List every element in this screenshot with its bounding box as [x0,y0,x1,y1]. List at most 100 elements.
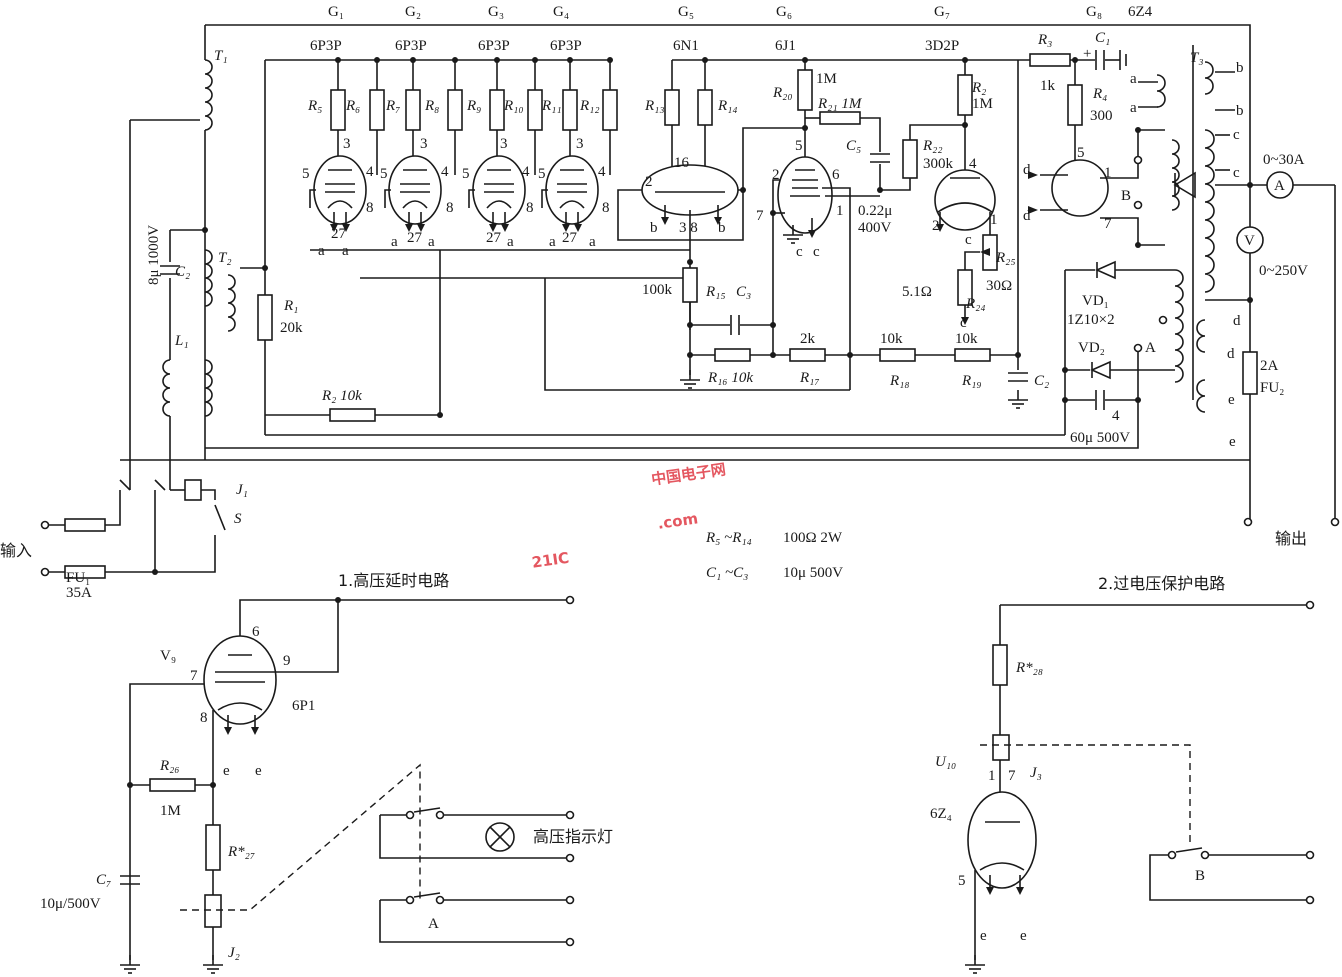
junction-dot [740,187,746,193]
label-s: S [234,511,242,527]
resistor [879,348,916,362]
inductor-coil [1196,319,1206,353]
resistor [562,89,578,131]
junction-dot [494,57,500,63]
label-r22-val: 300k [923,156,954,172]
label-r25: R₂₅ [995,250,1016,266]
wire [200,489,216,500]
label-r20: R₂₀ [772,85,793,101]
pin-5: 5 [538,166,546,182]
tube-type-1: 6P3P [310,38,342,54]
relay-linkage [980,744,1191,845]
pin-a: a [507,234,514,250]
junction-dot [770,352,776,358]
label-fu2-val: 2A [1260,358,1279,374]
arrow-icon [936,224,944,232]
wire [379,900,570,943]
terminal [565,937,575,947]
arrow-icon [1028,206,1038,214]
cathode [327,200,353,209]
resistor [149,778,196,792]
pin-1: 1 [1104,165,1112,181]
pin-d: d [1023,208,1031,224]
label-c2-left: C₂ [175,264,190,280]
label-input: 输入 [0,541,32,560]
node-b: B [1121,188,1131,204]
label-r4: R₄ [1092,86,1107,102]
ammeter-letter: A [1274,178,1285,194]
relay-coil-j3 [992,734,1010,761]
junction-dot [210,782,216,788]
relay-contact [154,479,166,491]
pin-e: e [980,928,987,944]
terminal [435,895,445,905]
wire [309,189,316,208]
label-hv-lamp: 高压指示灯 [533,827,613,846]
inductor-coil [1174,269,1184,383]
resistor [714,348,751,362]
label-r19: R₁₉ [961,373,982,389]
junction-dot [702,57,708,63]
junction-dot [335,597,341,603]
resistor [954,348,991,362]
terminal [1133,155,1143,165]
delay-circuit-title: 1.高压延时电路 [338,571,449,590]
tube-6p3p [388,155,442,225]
watermark-brand: 21IC [531,549,571,572]
terminal [1305,850,1315,860]
wire [742,127,805,190]
label-r18: R₁₈ [889,373,910,389]
pin-8: 8 [200,710,208,726]
pin-3: 3 [500,136,508,152]
pin-5: 5 [1077,145,1085,161]
note-c-value: 10μ 500V [783,565,843,581]
label-r9: R₉ [466,98,481,114]
wire [860,117,881,152]
label-r15-val: 100k [642,282,673,298]
label-v9: V₉ [160,648,176,664]
pin-4: 4 [366,164,374,180]
label-r4-val: 300 [1090,108,1113,124]
junction-dot [567,57,573,63]
label-g8-type: 6Z4 [1128,4,1153,20]
arrow-icon [405,224,413,232]
label-j3: J₃ [1030,765,1042,781]
arrow-icon [251,727,259,735]
pin-5: 5 [380,166,388,182]
label-r2: R₂ [971,80,986,96]
pin-a: a [1130,100,1137,116]
junction-dot [1062,367,1068,373]
pin-a: a [549,234,556,250]
terminal [1167,850,1177,860]
junction-dot [452,57,458,63]
contact-a: A [428,916,439,932]
pin-2: 2 [932,218,940,234]
inductor-coil [204,249,213,307]
label-vd-type: 1Z10×2 [1067,312,1115,328]
junction-dot [1135,242,1141,248]
resistor [682,267,698,303]
terminal [405,810,415,820]
pin-5: 5 [795,138,803,154]
junction-dot [1062,397,1068,403]
label-vd1: VD₁ [1082,293,1109,309]
resistor [819,111,861,125]
wire [413,807,441,813]
label-r3-val: 1k [1040,78,1056,94]
terminal [1133,200,1143,210]
cathode [217,702,263,711]
terminal [1158,315,1168,325]
note-r-value: 100Ω 2W [783,530,843,546]
label-r17-val: 2k [800,331,816,347]
tube-type-5: 6N1 [673,38,699,54]
pin-8: 8 [526,200,534,216]
label-r12: R₁₂ [579,98,600,114]
wire [822,187,851,390]
pin-4: 4 [441,164,449,180]
resistor [992,644,1008,686]
wire [239,599,570,640]
wire [1175,847,1203,853]
junction-dot [847,352,853,358]
contact-b: B [1195,868,1205,884]
